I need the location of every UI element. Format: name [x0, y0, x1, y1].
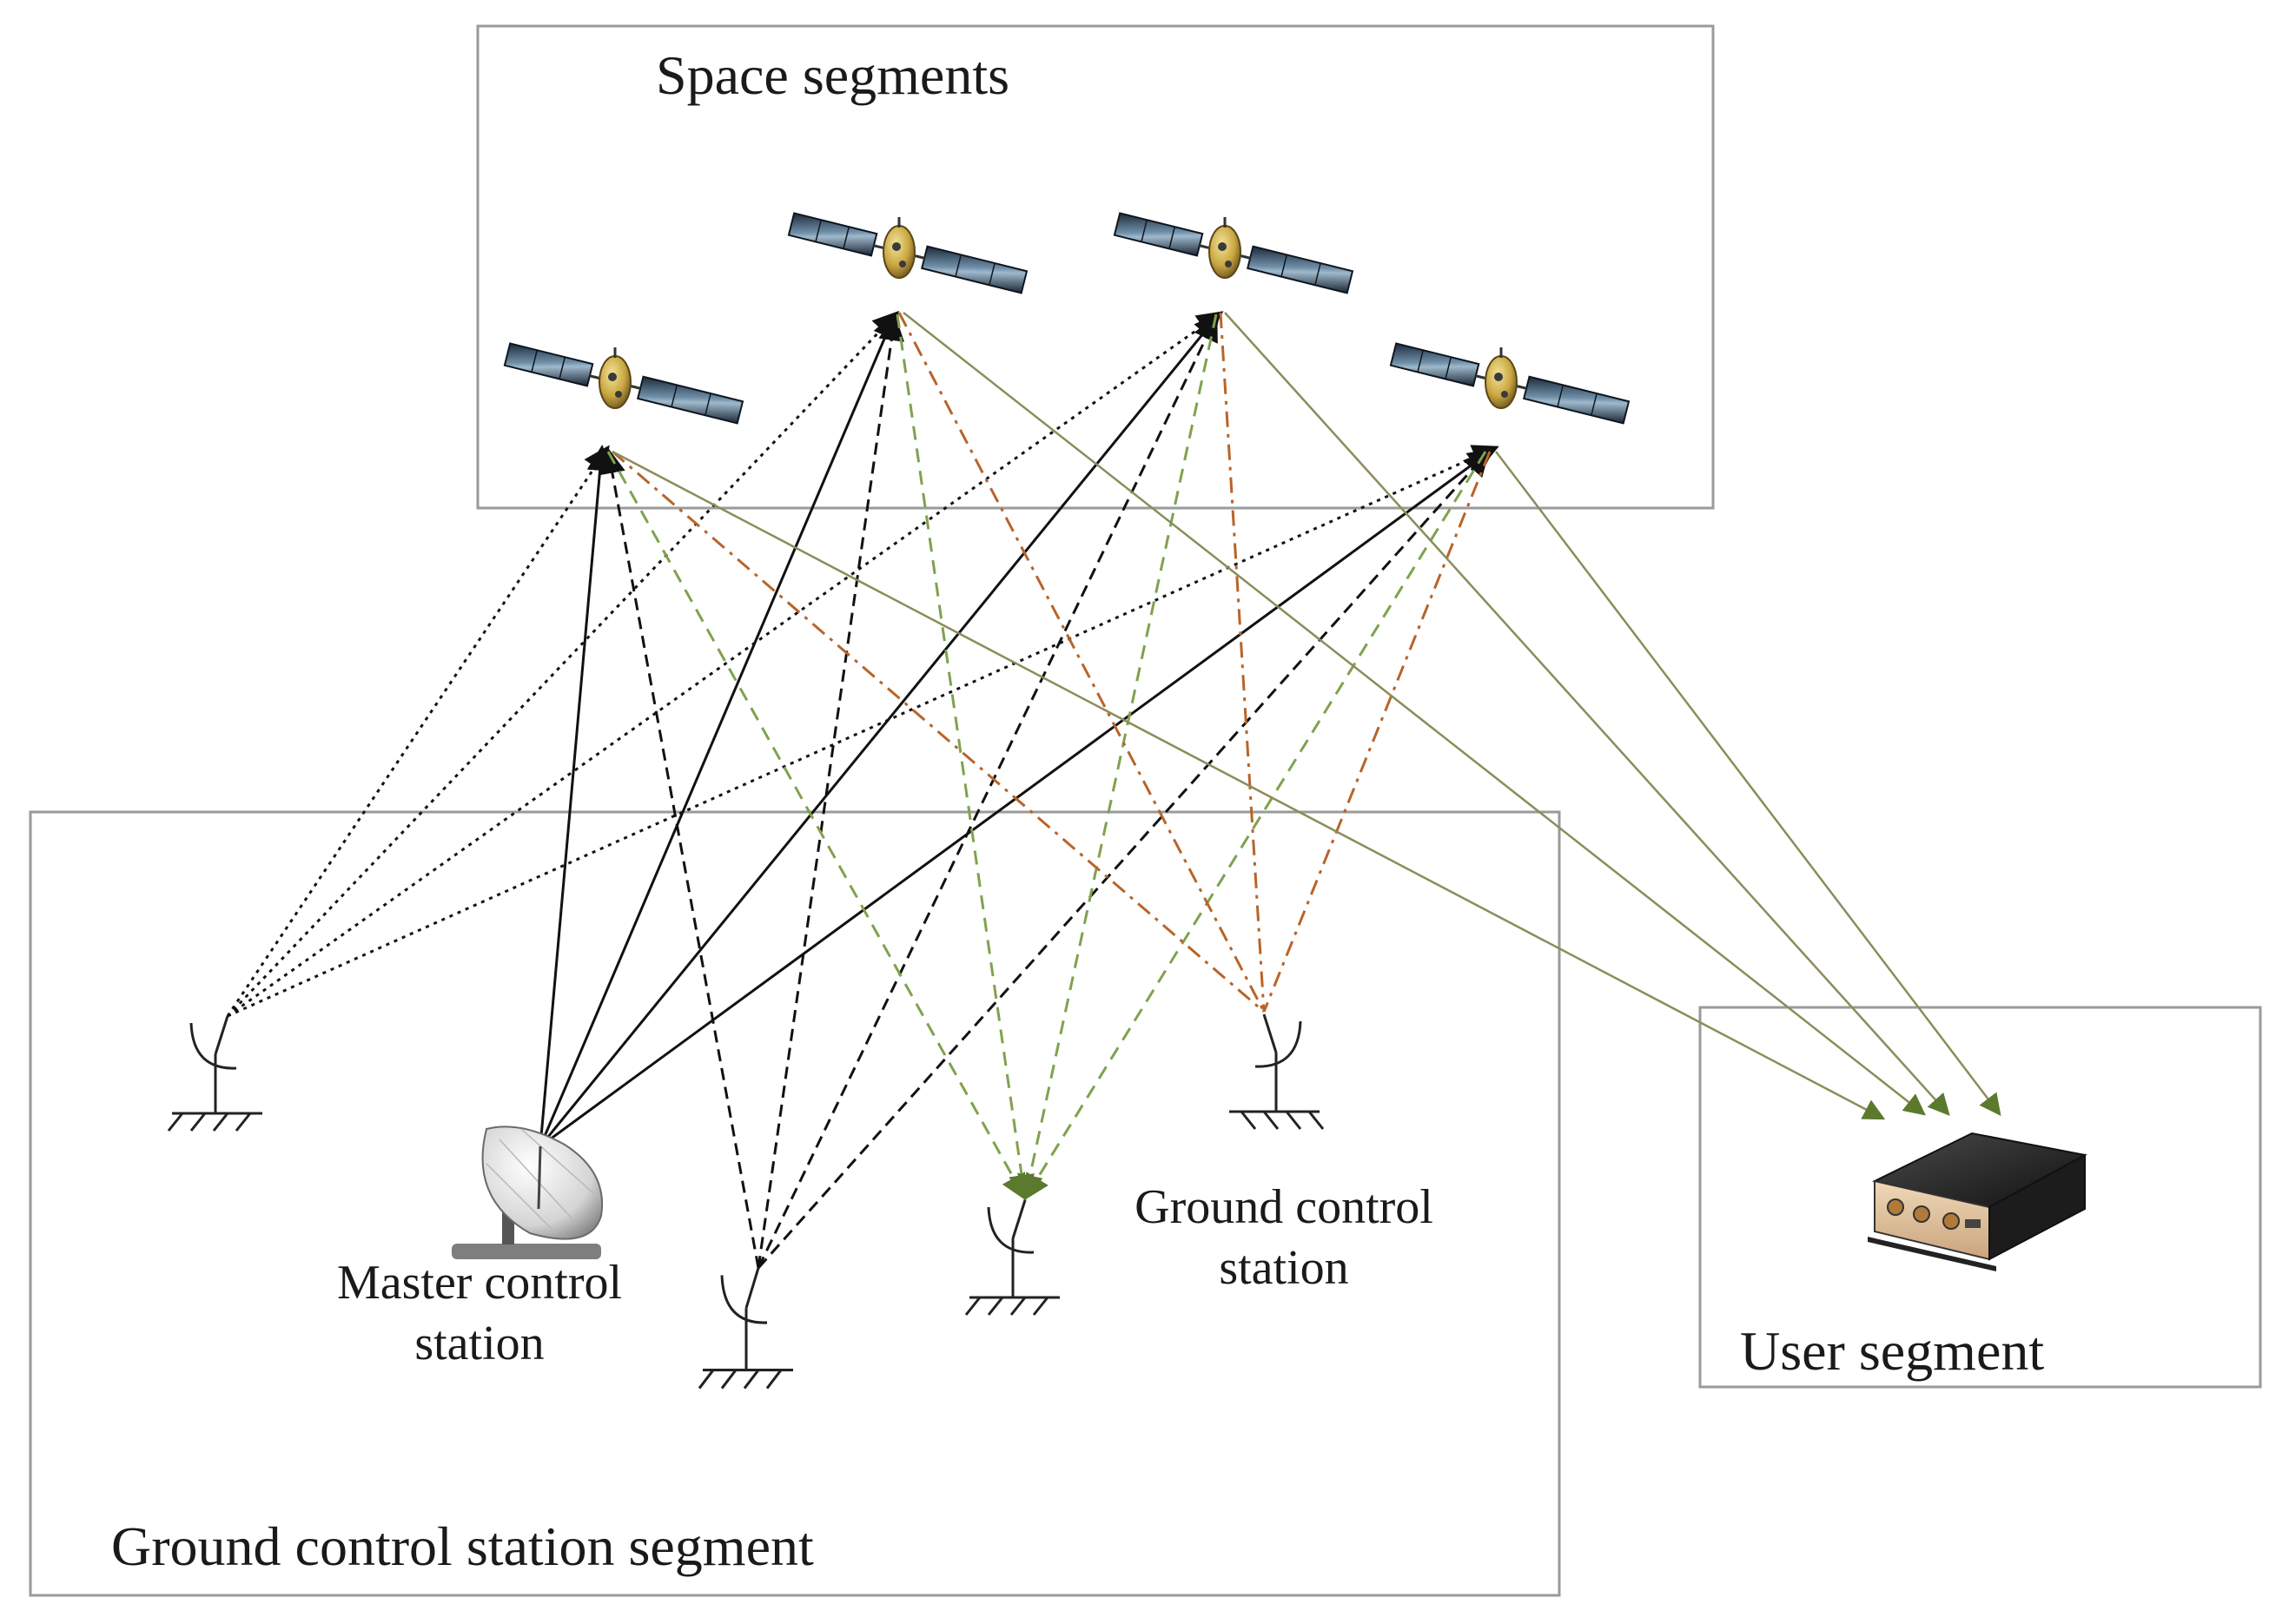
injection-uplink-links [599, 314, 1490, 1269]
ground-segment-label: Ground control station segment [111, 1515, 814, 1577]
user-segment-box [1698, 1006, 2262, 1389]
ground-control-station-antenna-icon [1227, 1013, 1325, 1131]
space-segment-box [476, 24, 1715, 510]
monitor-uplink-links [226, 310, 1499, 1018]
injection-station-antenna-icon [698, 1266, 795, 1390]
satellite-icon [1113, 211, 1354, 294]
ground-station-orange-links [612, 312, 1492, 1013]
links [226, 310, 2001, 1269]
ground-station-label-line1: Ground control [1135, 1180, 1433, 1234]
satellite-icon [503, 341, 744, 425]
space-segment-label: Space segments [656, 44, 1009, 106]
ground-control-station-antenna-icon [964, 1198, 1062, 1317]
user-receiver-icon [1868, 1132, 2087, 1271]
ground-station-label-line2: station [1219, 1241, 1348, 1295]
ground-segment-box [29, 810, 1561, 1597]
master-station-label-line2: station [414, 1317, 544, 1370]
monitor-station-antenna-icon [167, 1014, 264, 1132]
ground-station-green-links [606, 314, 1487, 1201]
master-control-dish-icon [452, 1126, 603, 1259]
user-downlink-links [612, 312, 2001, 1120]
user-segment-label: User segment [1740, 1320, 2044, 1382]
master-station-label-line1: Master control [337, 1256, 622, 1310]
satellite-icon [1389, 341, 1631, 425]
satellite-icon [787, 211, 1029, 294]
